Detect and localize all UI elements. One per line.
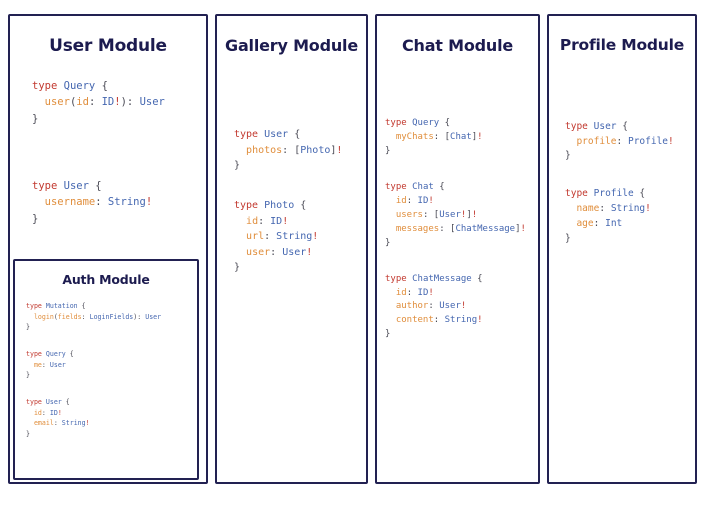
module-card-auth[interactable]: Auth Module type Mutation { login(fields… [13, 259, 199, 480]
module-card-user[interactable]: User Module type Query { user(id: ID!): … [8, 14, 208, 484]
module-card-gallery[interactable]: Gallery Module type User { photos: [Phot… [215, 14, 368, 484]
module-title-auth: Auth Module [62, 272, 150, 287]
module-title-user: User Module [49, 36, 167, 56]
schema-code-gallery: type User { photos: [Photo]! } type Phot… [234, 129, 343, 273]
module-card-profile[interactable]: Profile Module type User { profile: Prof… [547, 14, 697, 484]
module-title-chat: Chat Module [401, 36, 514, 55]
schema-code-user: type Query { user(id: ID!): User } type … [32, 80, 165, 225]
schema-code-auth: type Mutation { login(fields: LoginField… [26, 302, 162, 438]
module-title-gallery: Gallery Module [225, 36, 358, 55]
schema-code-chat: type Query { myChats: [Chat]! } type Cha… [385, 118, 526, 340]
schema-code-profile: type User { profile: Profile! } type Pro… [565, 121, 674, 244]
module-title-profile: Profile Module [559, 36, 685, 54]
module-card-chat[interactable]: Chat Module type Query { myChats: [Chat]… [375, 14, 540, 484]
